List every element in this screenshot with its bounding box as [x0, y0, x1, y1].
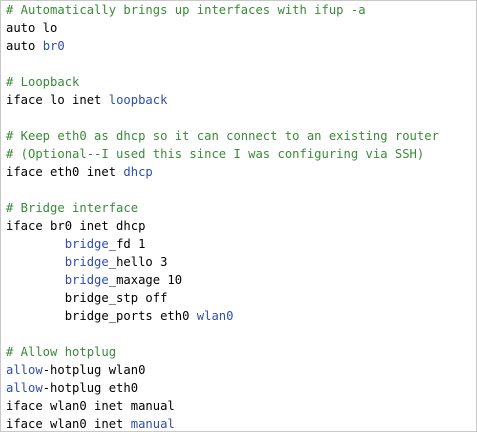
code-line: iface br0 inet dhcp — [6, 217, 476, 235]
code-comment: # Bridge interface — [6, 201, 139, 215]
code-text: auto — [6, 39, 43, 53]
code-line: iface wlan0 inet manual — [6, 415, 476, 431]
code-keyword: wlan0 — [196, 309, 234, 323]
code-keyword: allow — [6, 363, 43, 377]
code-line: # (Optional--I used this since I was con… — [6, 145, 476, 163]
code-line: # Allow hotplug — [6, 343, 476, 361]
code-line — [6, 181, 476, 199]
code-line: # Keep eth0 as dhcp so it can connect to… — [6, 127, 476, 145]
code-line — [6, 55, 476, 73]
code-text: auto lo — [6, 21, 58, 35]
code-comment: # (Optional--I used this since I was con… — [6, 147, 425, 161]
code-line: bridge_stp off — [6, 289, 476, 307]
code-keyword: allow — [6, 381, 43, 395]
code-line — [6, 109, 476, 127]
code-line: iface eth0 inet dhcp — [6, 163, 476, 181]
code-text: iface eth0 inet — [6, 165, 124, 179]
code-line: allow-hotplug wlan0 — [6, 361, 476, 379]
code-comment: # Loopback — [6, 75, 80, 89]
code-comment: # Automatically brings up interfaces wit… — [6, 3, 366, 17]
code-keyword: bridge — [64, 273, 109, 287]
code-line: auto lo — [6, 19, 476, 37]
code-line: bridge_fd 1 — [6, 235, 476, 253]
code-text: _maxage 10 — [108, 273, 183, 287]
code-keyword: bridge — [64, 255, 109, 269]
code-line: bridge_ports eth0 wlan0 — [6, 307, 476, 325]
code-line: iface lo inet loopback — [6, 91, 476, 109]
code-text: iface wlan0 inet manual — [6, 399, 175, 413]
code-text: iface br0 inet dhcp — [6, 219, 146, 233]
code-comment: # Keep eth0 as dhcp so it can connect to… — [6, 129, 439, 143]
code-text: _fd 1 — [108, 237, 146, 251]
code-line: # Automatically brings up interfaces wit… — [6, 1, 476, 19]
code-text: -hotplug eth0 — [42, 381, 139, 395]
code-line: bridge_hello 3 — [6, 253, 476, 271]
code-text: _hello 3 — [108, 255, 168, 269]
code-keyword: loopback — [108, 93, 168, 107]
code-text — [6, 255, 65, 269]
code-comment: # Allow hotplug — [6, 345, 117, 359]
code-line: # Bridge interface — [6, 199, 476, 217]
code-text — [6, 273, 65, 287]
code-text — [6, 237, 65, 251]
code-line: iface wlan0 inet manual — [6, 397, 476, 415]
code-text: iface wlan0 inet — [6, 417, 131, 431]
code-text: -hotplug wlan0 — [42, 363, 146, 377]
code-line: # Loopback — [6, 73, 476, 91]
code-keyword: manual — [130, 417, 175, 431]
code-line: allow-hotplug eth0 — [6, 379, 476, 397]
code-text: bridge_stp off — [6, 291, 168, 305]
code-line — [6, 325, 476, 343]
code-text: iface lo inet — [6, 93, 109, 107]
code-line: bridge_maxage 10 — [6, 271, 476, 289]
code-keyword: bridge — [64, 237, 109, 251]
code-text: bridge_ports eth0 — [6, 309, 197, 323]
code-keyword: dhcp — [123, 165, 153, 179]
code-keyword: br0 — [42, 39, 65, 53]
code-line: auto br0 — [6, 37, 476, 55]
